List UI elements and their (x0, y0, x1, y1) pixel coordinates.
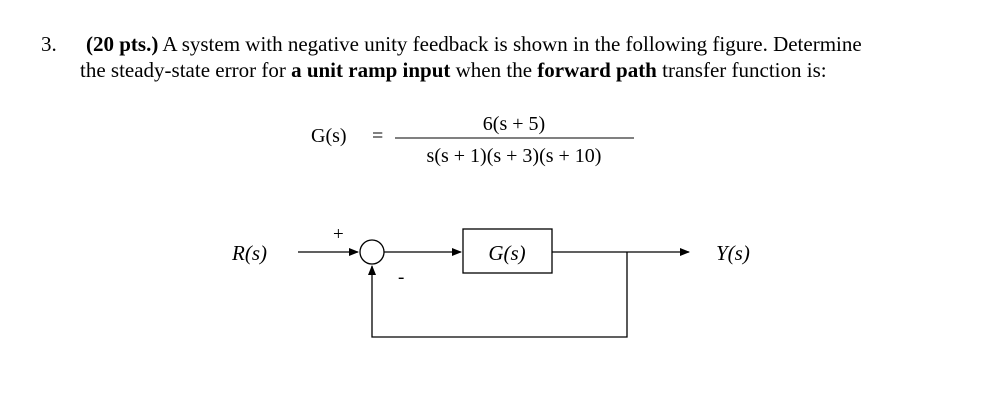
equation-denominator: s(s + 1)(s + 3)(s + 10) (427, 145, 602, 167)
unit-ramp-input-emphasis: a unit ramp input (291, 58, 451, 82)
equation-numerator: 6(s + 5) (483, 113, 545, 135)
equation-lhs: G(s) (311, 125, 347, 147)
problem-line-2-text-a: the steady-state error for (80, 58, 292, 82)
problem-line-1-text: A system with negative unity feedback is… (158, 32, 862, 56)
problem-line-2: the steady-state error for a unit ramp i… (80, 57, 827, 83)
transfer-function-equation: G(s) = 6(s + 5) s(s + 1)(s + 3)(s + 10) (311, 113, 634, 167)
plus-sign: + (333, 224, 344, 245)
input-label: R(s) (231, 241, 267, 265)
block-diagram: R(s) + G(s) Y(s) - (231, 224, 750, 338)
problem-points: (20 pts.) (86, 32, 159, 56)
minus-sign: - (398, 267, 404, 288)
forward-path-emphasis: forward path (537, 58, 657, 82)
output-label: Y(s) (716, 241, 750, 265)
feedback-path (368, 252, 628, 338)
problem-line-1: (20 pts.) A system with negative unity f… (86, 31, 862, 57)
problem-line-2-text-c: transfer function is: (656, 58, 827, 82)
block-label: G(s) (488, 241, 525, 265)
problem-number: 3. (41, 32, 57, 56)
problem-statement: 3. (20 pts.) A system with negative unit… (0, 0, 982, 90)
equation-equals-sign: = (372, 125, 383, 147)
summing-junction (359, 239, 385, 265)
problem-line-2-text-b: when the (450, 58, 538, 82)
forward-path-block (462, 228, 553, 274)
